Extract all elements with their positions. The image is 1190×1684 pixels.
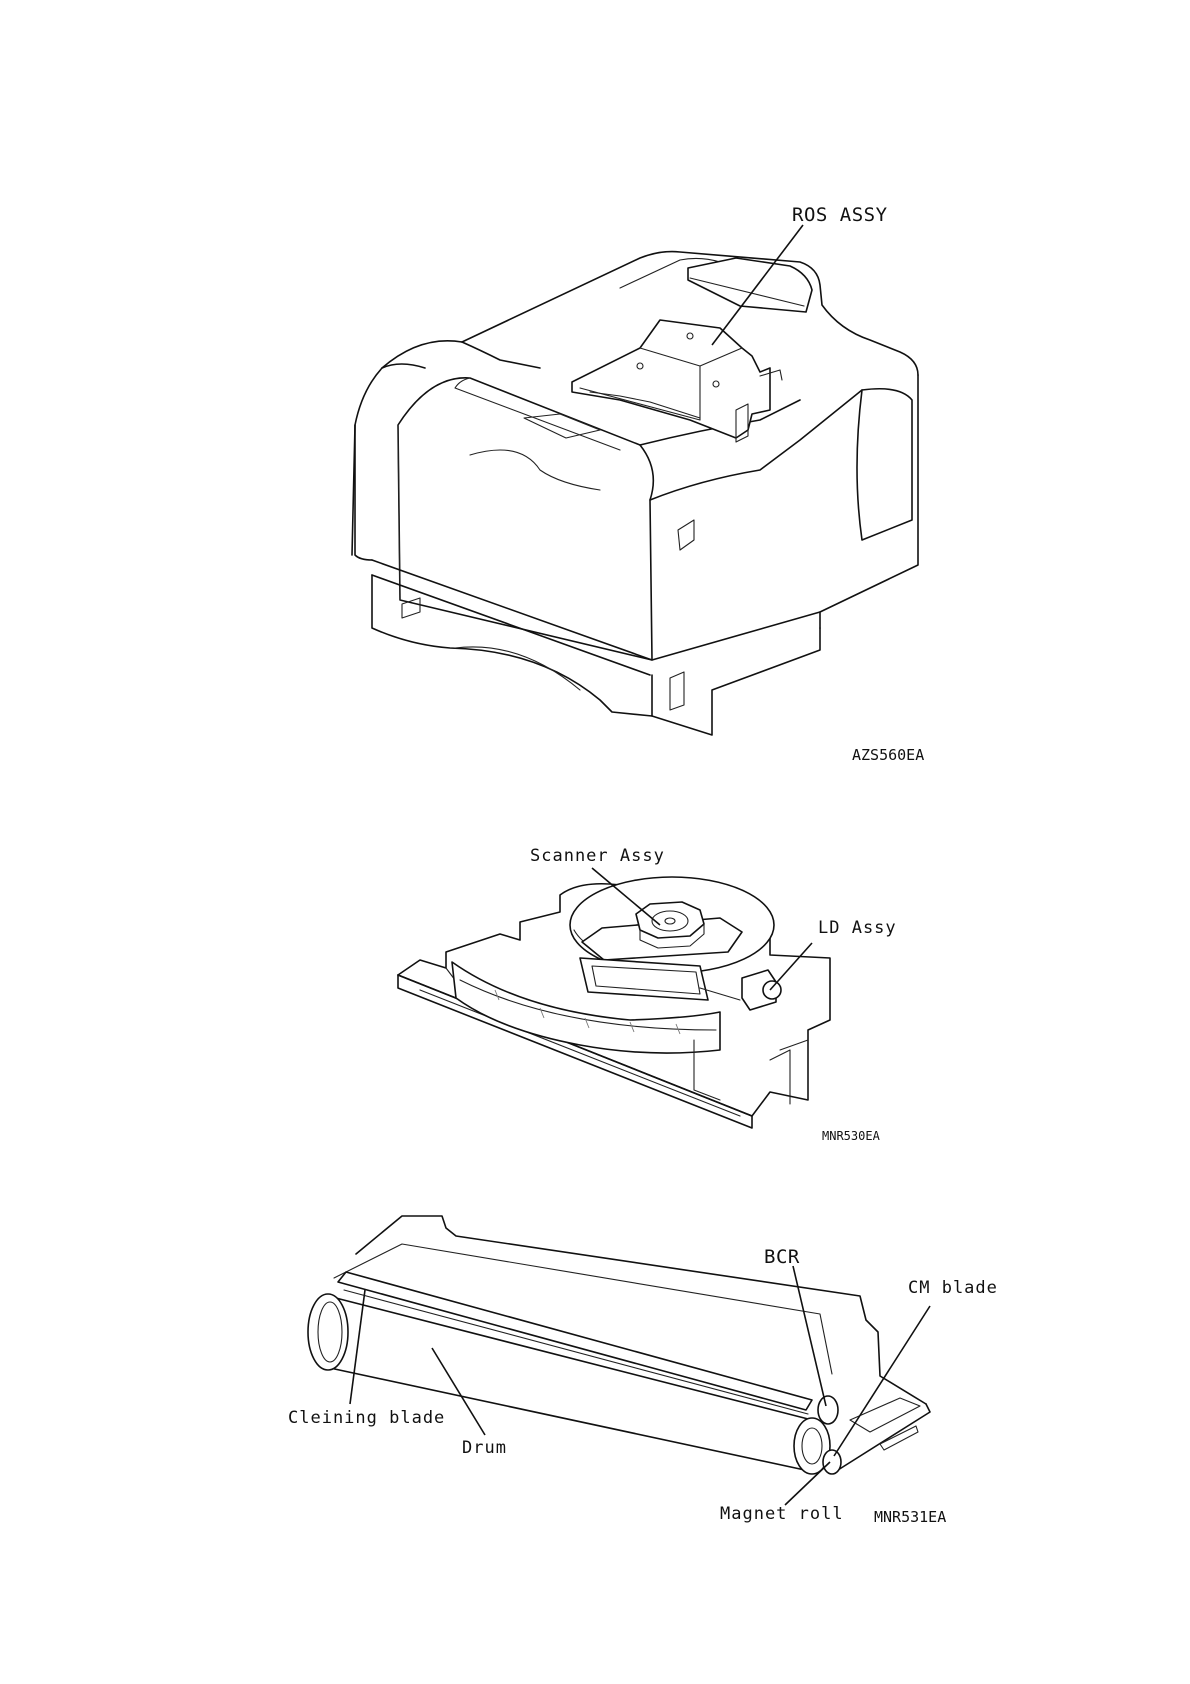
callout-bcr: BCR <box>764 1248 800 1267</box>
callout-magnet-roll: Magnet roll <box>720 1506 844 1523</box>
figure-code: MNR531EA <box>874 1510 946 1525</box>
callout-cm-blade: CM blade <box>908 1280 998 1297</box>
callout-cleining-blade: Cleining blade <box>288 1410 445 1427</box>
callout-drum: Drum <box>462 1440 507 1457</box>
cartridge-illustration <box>0 0 1190 1560</box>
